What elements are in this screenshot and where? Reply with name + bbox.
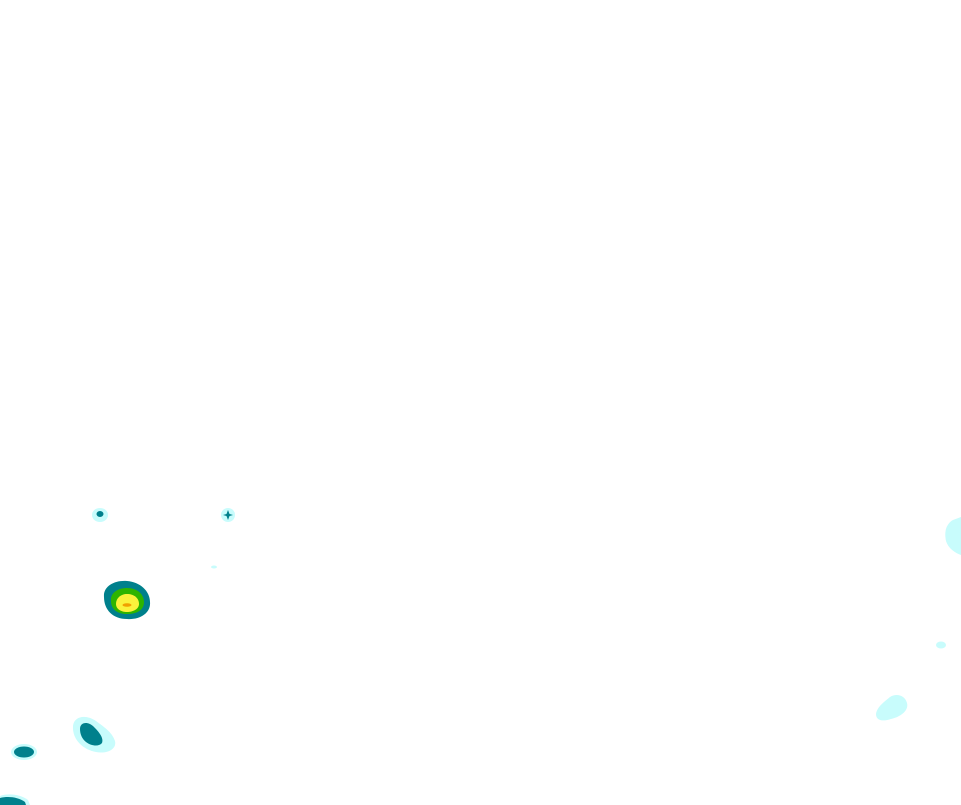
cell-speck-b — [221, 508, 235, 522]
cell-lower-left-b — [11, 744, 37, 760]
cell-speck-c — [211, 565, 217, 569]
cell-intense — [103, 580, 151, 620]
cell-right-lower — [876, 695, 908, 721]
cell-right-speck — [936, 641, 946, 649]
cell-lower-left-a — [72, 716, 116, 753]
cell-speck-a — [92, 508, 108, 522]
cell-right-edge — [945, 517, 961, 555]
cell-lower-left-c — [0, 794, 30, 805]
